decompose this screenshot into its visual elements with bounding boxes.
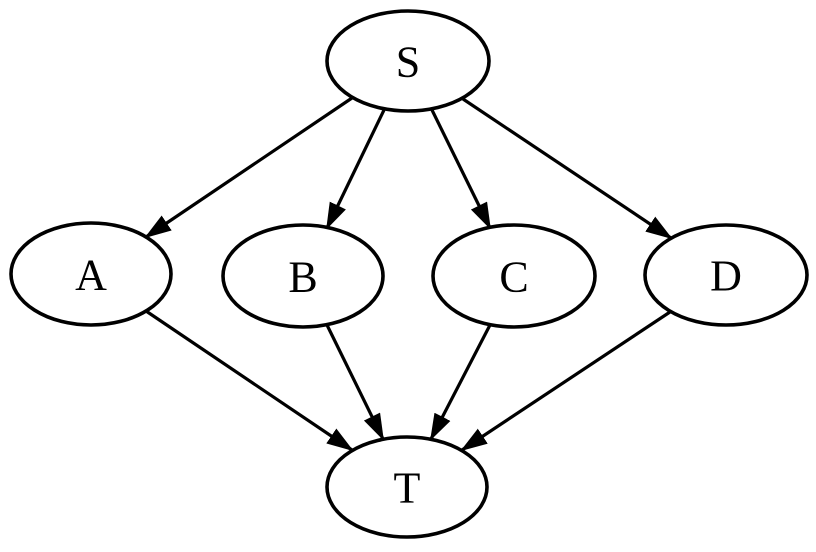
edge-B-T (325, 324, 385, 441)
node-C: C (431, 223, 597, 329)
edge-S-C (430, 109, 492, 230)
node-S-label: S (396, 37, 420, 86)
edge-C-T (429, 324, 492, 441)
edge-S-B (325, 109, 386, 230)
node-T: T (325, 435, 489, 539)
edge-S-D (462, 97, 673, 240)
node-B-label: B (288, 252, 317, 301)
node-D-label: D (710, 251, 742, 300)
node-D: D (643, 223, 809, 327)
node-B-ellipse (221, 223, 385, 329)
edge-A-T (145, 309, 354, 452)
node-S-ellipse (325, 9, 491, 113)
edge-S-A (144, 96, 353, 239)
node-A-ellipse (9, 221, 173, 327)
node-D-ellipse (643, 223, 809, 327)
node-A: A (9, 221, 173, 327)
edges (144, 96, 673, 452)
node-T-label: T (394, 463, 421, 512)
node-S: S (325, 9, 491, 113)
node-T-ellipse (325, 435, 489, 539)
node-B: B (221, 223, 385, 329)
node-C-label: C (499, 252, 528, 301)
node-C-ellipse (431, 223, 597, 329)
node-A-label: A (75, 250, 107, 299)
edge-D-T (460, 310, 671, 452)
